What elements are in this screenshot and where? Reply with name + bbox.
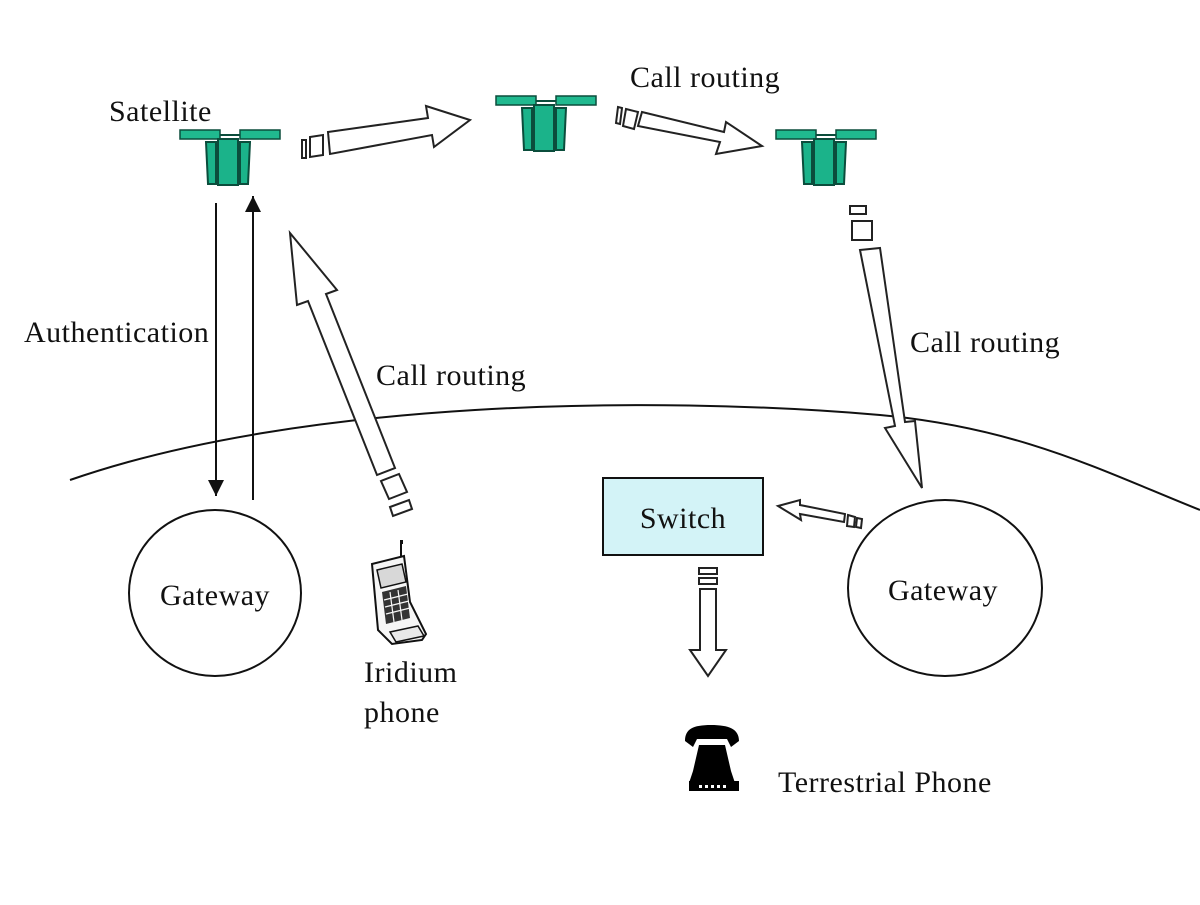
inter-satellite-link-arrow-2 bbox=[614, 105, 765, 156]
uplink-call-routing-arrow bbox=[288, 229, 414, 518]
satellite-icon bbox=[495, 95, 597, 152]
iridium-phone-label-line1: Iridium bbox=[364, 656, 458, 689]
inter-satellite-link-arrow-1 bbox=[301, 104, 473, 159]
satellite-phone-icon bbox=[370, 540, 428, 646]
call-routing-label-left: Call routing bbox=[376, 359, 526, 392]
gateway-to-switch-arrow bbox=[775, 498, 864, 530]
call-routing-label-top: Call routing bbox=[630, 61, 780, 94]
iridium-phone-label-line2: phone bbox=[364, 696, 440, 729]
gateway-right bbox=[847, 499, 1043, 677]
desk-telephone-icon bbox=[685, 725, 739, 791]
switch-to-terrestrial-arrow bbox=[688, 567, 728, 678]
call-routing-label-right: Call routing bbox=[910, 326, 1060, 359]
satellite-label: Satellite bbox=[109, 95, 212, 128]
earth-horizon bbox=[69, 404, 1200, 511]
switch-label: Switch bbox=[640, 502, 726, 535]
gateway-right-label: Gateway bbox=[888, 574, 998, 607]
gateway-left bbox=[128, 509, 302, 677]
switch-box bbox=[602, 477, 764, 556]
downlink-call-routing-arrow bbox=[849, 205, 923, 489]
satellite-icon bbox=[179, 129, 281, 186]
terrestrial-phone-label: Terrestrial Phone bbox=[778, 766, 992, 799]
authentication-label: Authentication bbox=[24, 316, 209, 349]
satellite-icon bbox=[775, 129, 877, 186]
gateway-left-label: Gateway bbox=[160, 579, 270, 612]
